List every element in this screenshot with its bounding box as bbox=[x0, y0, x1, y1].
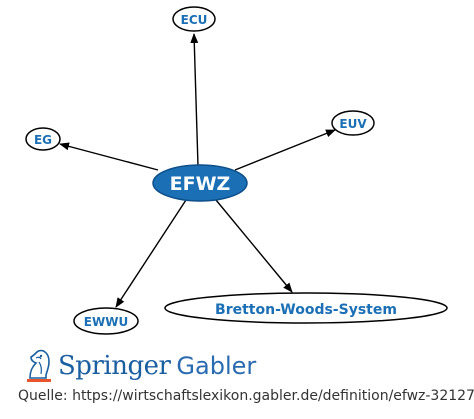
edge-efwz-eg bbox=[59, 142, 159, 171]
edge-efwz-ecu bbox=[190, 33, 199, 167]
edge-efwz-euv bbox=[234, 129, 336, 171]
springer-gabler-logo: Springer Gabler bbox=[24, 346, 256, 386]
node-bws-label: Bretton-Woods-System bbox=[215, 302, 397, 318]
logo-springer-text: Springer bbox=[58, 351, 171, 381]
node-ecu: ECU bbox=[172, 6, 216, 32]
node-euv: EUV bbox=[331, 110, 375, 136]
node-ewwu-label: EWWU bbox=[84, 315, 128, 329]
node-eg: EG bbox=[25, 127, 61, 151]
edge-efwz-bws bbox=[215, 199, 293, 293]
node-bretton-woods-system: Bretton-Woods-System bbox=[164, 292, 448, 324]
node-euv-label: EUV bbox=[339, 117, 367, 131]
source-caption: Quelle: https://wirtschaftslexikon.gable… bbox=[18, 388, 474, 404]
node-efwz: EFWZ bbox=[152, 164, 248, 202]
logo-gabler-text: Gabler bbox=[176, 352, 257, 380]
edge-efwz-ewwu bbox=[115, 199, 187, 308]
node-ewwu: EWWU bbox=[73, 307, 139, 335]
node-ecu-label: ECU bbox=[181, 13, 208, 27]
node-eg-label: EG bbox=[34, 133, 52, 147]
node-efwz-label: EFWZ bbox=[170, 173, 231, 195]
chess-knight-icon bbox=[27, 349, 51, 382]
